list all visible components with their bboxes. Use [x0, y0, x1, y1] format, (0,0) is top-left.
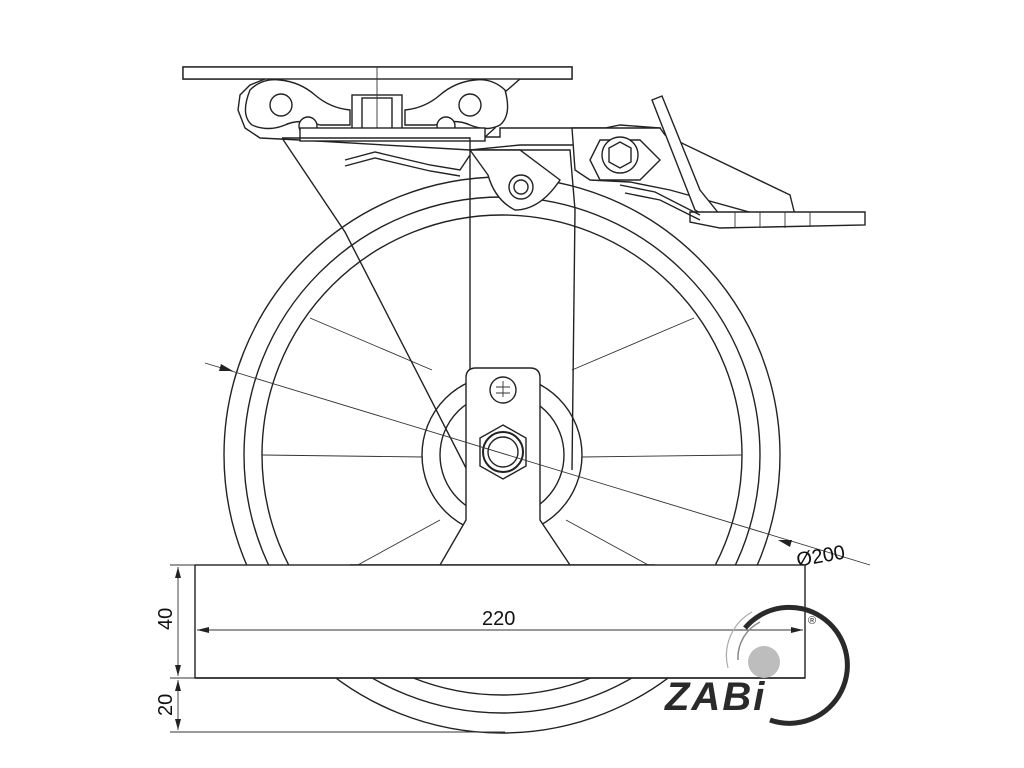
dimension-offset: 20: [155, 680, 505, 733]
axle-plate: [350, 367, 655, 566]
zabi-logo: ZABi ®: [664, 604, 850, 726]
dimension-width: 220: [197, 608, 803, 633]
spring-clip: [344, 151, 471, 177]
fork-bracket: [281, 137, 576, 471]
dimension-height: 40: [155, 564, 195, 679]
logo-dot-icon: [748, 646, 780, 678]
logo-text: ZABi: [664, 675, 766, 719]
offset-label: 20: [155, 694, 177, 716]
brake-assembly: [571, 95, 866, 229]
base-box: [194, 564, 806, 679]
top-plate: [182, 66, 662, 151]
height-label: 40: [155, 608, 177, 630]
registered-mark: ®: [808, 615, 816, 627]
width-label: 220: [482, 608, 515, 630]
